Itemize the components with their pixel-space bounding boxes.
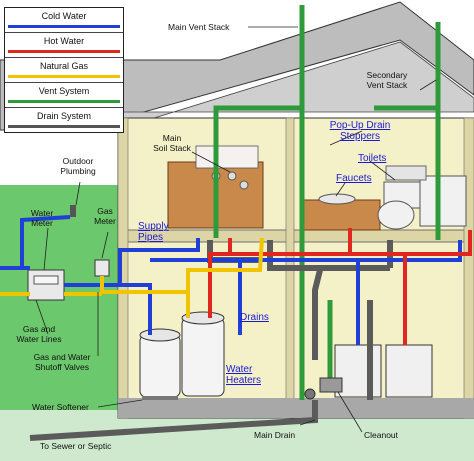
legend-label: Hot Water [43,36,85,46]
gas-meter-box [94,259,110,277]
label-line: Shutoff Valves [34,362,90,372]
link-line[interactable]: Water [226,364,253,375]
wall-stud-middle [285,117,295,409]
label-gas-water-lines: Gas and Water Lines [6,324,72,344]
legend-item-hot-water: Hot Water [5,33,123,58]
natural-gas-pipes [0,237,264,318]
hot-water-pipes [208,228,472,345]
label-line: Gas and [22,324,56,334]
label-cleanout: Cleanout [364,430,399,440]
label-to-sewer: To Sewer or Septic [40,441,112,451]
legend-swatch [8,100,120,103]
label-line: Outdoor [62,156,94,166]
floor-beam [117,229,474,243]
bathtub [419,175,467,227]
sink [318,193,356,205]
cold-water-pipes [0,215,462,345]
legend-swatch [8,75,120,78]
basement-floor [118,398,474,418]
label-line: Soil Stack [153,143,191,153]
label-shutoff-valves: Gas and Water Shutoff Valves [22,352,102,372]
link-faucets[interactable]: Faucets [336,173,372,184]
legend-label: Drain System [36,111,91,121]
legend-swatch [8,25,120,28]
wall-stud-right [463,117,474,419]
label-main-soil-stack: Main Soil Stack [144,133,200,153]
legend-item-natural-gas: Natural Gas [5,58,123,83]
bathroom-vanity [299,199,381,231]
label-outdoor-plumbing: Outdoor Plumbing [52,156,104,176]
label-water-softener: Water Softener [32,402,89,412]
legend-item-drain-system: Drain System [5,108,123,132]
outdoor-spigot [70,205,76,217]
label-main-drain: Main Drain [254,430,296,440]
link-line[interactable]: Supply [138,221,169,232]
legend-item-cold-water: Cold Water [5,8,123,33]
legend-label: Natural Gas [39,61,89,71]
legend-swatch [8,125,120,128]
label-gas-meter: Gas Meter [88,206,122,226]
cleanout-fitting [319,377,343,393]
link-toilets[interactable]: Toilets [358,153,386,164]
water-meter-box [27,269,65,301]
link-supply-pipes[interactable]: Supply Pipes [138,221,169,243]
water-heater-right [181,317,225,397]
toilet-bowl [377,200,415,230]
label-line: Meter [31,218,53,228]
label-line: Secondary [366,70,408,80]
link-line[interactable]: Heaters [226,375,262,386]
dryer [385,344,433,398]
link-text[interactable]: Drains [240,312,269,323]
label-line: Gas and Water [33,352,91,362]
link-line[interactable]: Pipes [138,232,164,243]
label-line: Vent Stack [366,80,408,90]
link-line[interactable]: Pop-Up Drain [329,120,391,131]
legend-swatch [8,50,120,53]
label-line: Water Lines [16,334,62,344]
link-water-heaters[interactable]: Water Heaters [226,364,261,386]
legend-item-vent-system: Vent System [5,83,123,108]
water-heater-left [139,334,181,398]
legend-label: Vent System [38,86,90,96]
pipe-legend: Cold Water Hot Water Natural Gas Vent Sy… [4,7,124,133]
label-main-vent-stack: Main Vent Stack [168,22,230,32]
label-line: Water [30,208,54,218]
label-water-meter: Water Meter [22,208,62,228]
link-line[interactable]: Stoppers [339,131,381,142]
label-line: Meter [94,216,116,226]
link-popup-drain-stoppers[interactable]: Pop-Up Drain Stoppers [318,120,402,142]
label-line: Gas [97,206,113,216]
label-line: Main [162,133,182,143]
label-leader-lines [35,26,437,433]
label-secondary-vent-stack: Secondary Vent Stack [352,70,422,90]
legend-label: Cold Water [41,11,87,21]
link-text[interactable]: Toilets [358,153,387,164]
stove [195,145,259,169]
link-drains[interactable]: Drains [240,312,269,323]
label-line: Plumbing [60,166,96,176]
washer [334,344,382,398]
vent-system-pipes [213,5,441,400]
sump [304,388,316,400]
link-text[interactable]: Faucets [336,173,372,184]
